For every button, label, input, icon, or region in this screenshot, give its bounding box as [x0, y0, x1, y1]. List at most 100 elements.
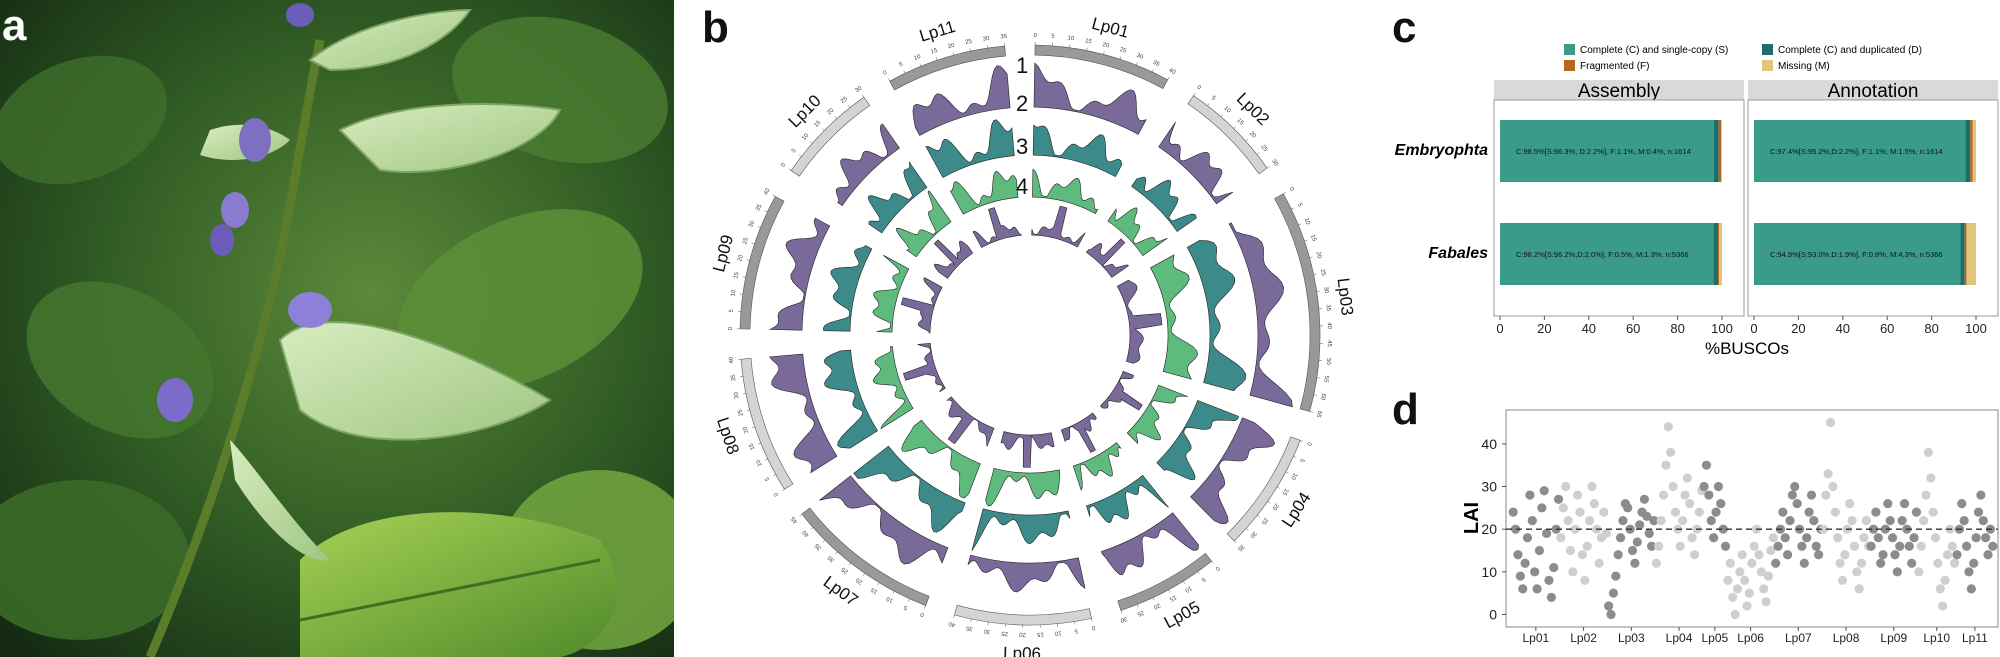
facet-strip-annotation [1748, 80, 1998, 100]
ideogram-tick [765, 458, 768, 461]
ideogram-tick [1276, 486, 1280, 489]
ideogram-tick-label: 30 [1270, 158, 1279, 167]
busco-chart: Complete (C) and single-copy (S) Complet… [1395, 44, 1999, 358]
lai-point-lp06 [1742, 601, 1752, 611]
ideogram-tick-label: 0 [1033, 33, 1037, 39]
lai-point-lp01 [1549, 562, 1559, 573]
chromosome-label-lp05: Lp05 [1161, 597, 1203, 632]
lai-x-tick-label: Lp03 [1618, 631, 1645, 645]
lai-point-lp06 [1768, 533, 1778, 543]
lai-y-axis-label: LAI [1461, 502, 1483, 534]
density-track-3-lp01 [1032, 168, 1099, 214]
lai-y-tick-label: 40 [1481, 436, 1497, 452]
lai-y-tick-label: 30 [1481, 479, 1497, 495]
lai-point-lp10 [1921, 490, 1931, 500]
ideogram-tick-label: 40 [801, 528, 810, 537]
ideogram-tick [969, 48, 971, 52]
lai-point-lp03 [1604, 601, 1614, 611]
lai-point-lp10 [1940, 575, 1950, 585]
ideogram-tick [1091, 618, 1093, 622]
ideogram-tick [746, 259, 750, 261]
ideogram-tick-label: 20 [1314, 251, 1322, 260]
ideogram-tick-label: 20 [855, 576, 864, 585]
legend-label-single: Complete (C) and single-copy (S) [1580, 45, 1728, 56]
ideogram-tick-label: 15 [748, 442, 756, 451]
busco-x-tick-label: 20 [1791, 321, 1805, 336]
lai-y-tick-label: 0 [1489, 606, 1497, 622]
ideogram-tick-label: 30 [1135, 53, 1144, 61]
ideogram-tick [834, 116, 838, 119]
lai-point-lp05 [1720, 541, 1731, 551]
ideogram-tick [1233, 126, 1236, 129]
lai-point-lp01 [1537, 503, 1547, 513]
lai-point-lp10 [1930, 533, 1941, 543]
ideogram-tick-label: 30 [733, 391, 740, 399]
panel-label-d: d [1392, 385, 1419, 434]
lai-point-lp11 [1978, 516, 1988, 526]
lai-point-lp07 [1814, 550, 1824, 560]
ideogram-tick [1193, 92, 1196, 96]
lai-point-lp04 [1689, 550, 1700, 560]
ideogram-tick [751, 242, 755, 245]
lai-point-lp01 [1539, 486, 1549, 496]
lai-point-lp06 [1766, 545, 1776, 556]
density-track-1-lp01 [1033, 62, 1147, 135]
ideogram-tick [892, 591, 895, 594]
density-track-3-lp08 [872, 346, 914, 430]
ideogram-tick-label: 30 [826, 554, 835, 563]
ideogram-tick-label: 15 [1309, 234, 1317, 243]
ideogram-tick [1267, 166, 1270, 169]
busco-bar-annotation-embryophta-0 [1754, 120, 1966, 182]
lai-point-lp11 [1959, 516, 1969, 526]
lai-point-lp04 [1654, 541, 1664, 551]
ideogram-tick-label: 50 [1325, 358, 1332, 366]
lai-point-lp06 [1754, 550, 1764, 560]
lai-point-lp09 [1907, 558, 1917, 568]
density-track-4-lp05 [1060, 412, 1097, 453]
ideogram-tick-label: 25 [840, 96, 849, 105]
lai-point-lp04 [1666, 447, 1676, 457]
ideogram-lp10 [790, 96, 871, 177]
lai-point-lp03 [1632, 537, 1642, 547]
ideogram-tick-label: 55 [1322, 375, 1329, 383]
lai-point-lp06 [1723, 575, 1733, 585]
facet-strip-assembly [1494, 80, 1744, 100]
ideogram-tick [810, 527, 814, 530]
density-track-1-lp10 [835, 123, 900, 207]
lai-point-lp03 [1639, 494, 1650, 504]
busco-x-axis-label: %BUSCOs [1705, 339, 1789, 358]
ideogram-tick [810, 141, 813, 144]
density-track-3-lp05 [1072, 442, 1122, 491]
lai-point-lp05 [1706, 516, 1716, 526]
lai-point-lp08 [1823, 469, 1833, 479]
ideogram-tick [822, 539, 826, 543]
lai-point-lp11 [1957, 498, 1967, 509]
ideogram-tick [1256, 152, 1260, 155]
lai-y-tick-label: 10 [1481, 564, 1497, 580]
ideogram-tick-label: 25 [742, 236, 750, 245]
ideogram-tick [1136, 62, 1138, 66]
lai-point-lp07 [1785, 516, 1795, 526]
density-track-4-lp10 [933, 239, 974, 279]
ideogram-tick [1298, 223, 1302, 226]
ideogram-tick-label: 25 [1136, 609, 1145, 617]
density-track-1-lp02 [1158, 121, 1234, 205]
ideogram-tick-label: 35 [731, 373, 738, 381]
density-track-1-lp05 [1101, 512, 1199, 575]
lai-point-lp01 [1513, 550, 1523, 560]
busco-bar-label: C:98.2%[S:96.2%,D:2.0%], F:0.5%, M:1.3%,… [1516, 250, 1689, 259]
ideogram-tick-label: 0 [1288, 186, 1295, 192]
ideogram-tick-label: 25 [840, 565, 849, 574]
busco-legend: Complete (C) and single-copy (S) Complet… [1564, 44, 1922, 72]
busco-x-tick-label: 60 [1880, 321, 1894, 336]
lai-point-lp10 [1933, 558, 1943, 568]
ideogram-tick-label: 5 [764, 475, 771, 481]
density-track-2-lp04 [1156, 400, 1240, 481]
lai-point-lp04 [1694, 507, 1704, 517]
lai-point-lp06 [1740, 575, 1750, 585]
lai-point-lp06 [1761, 597, 1771, 607]
ideogram-tick-label: 35 [965, 624, 973, 631]
ideogram-tick-label: 30 [1322, 286, 1329, 294]
lai-point-lp02 [1556, 533, 1566, 543]
density-track-2-lp03 [1186, 240, 1247, 392]
